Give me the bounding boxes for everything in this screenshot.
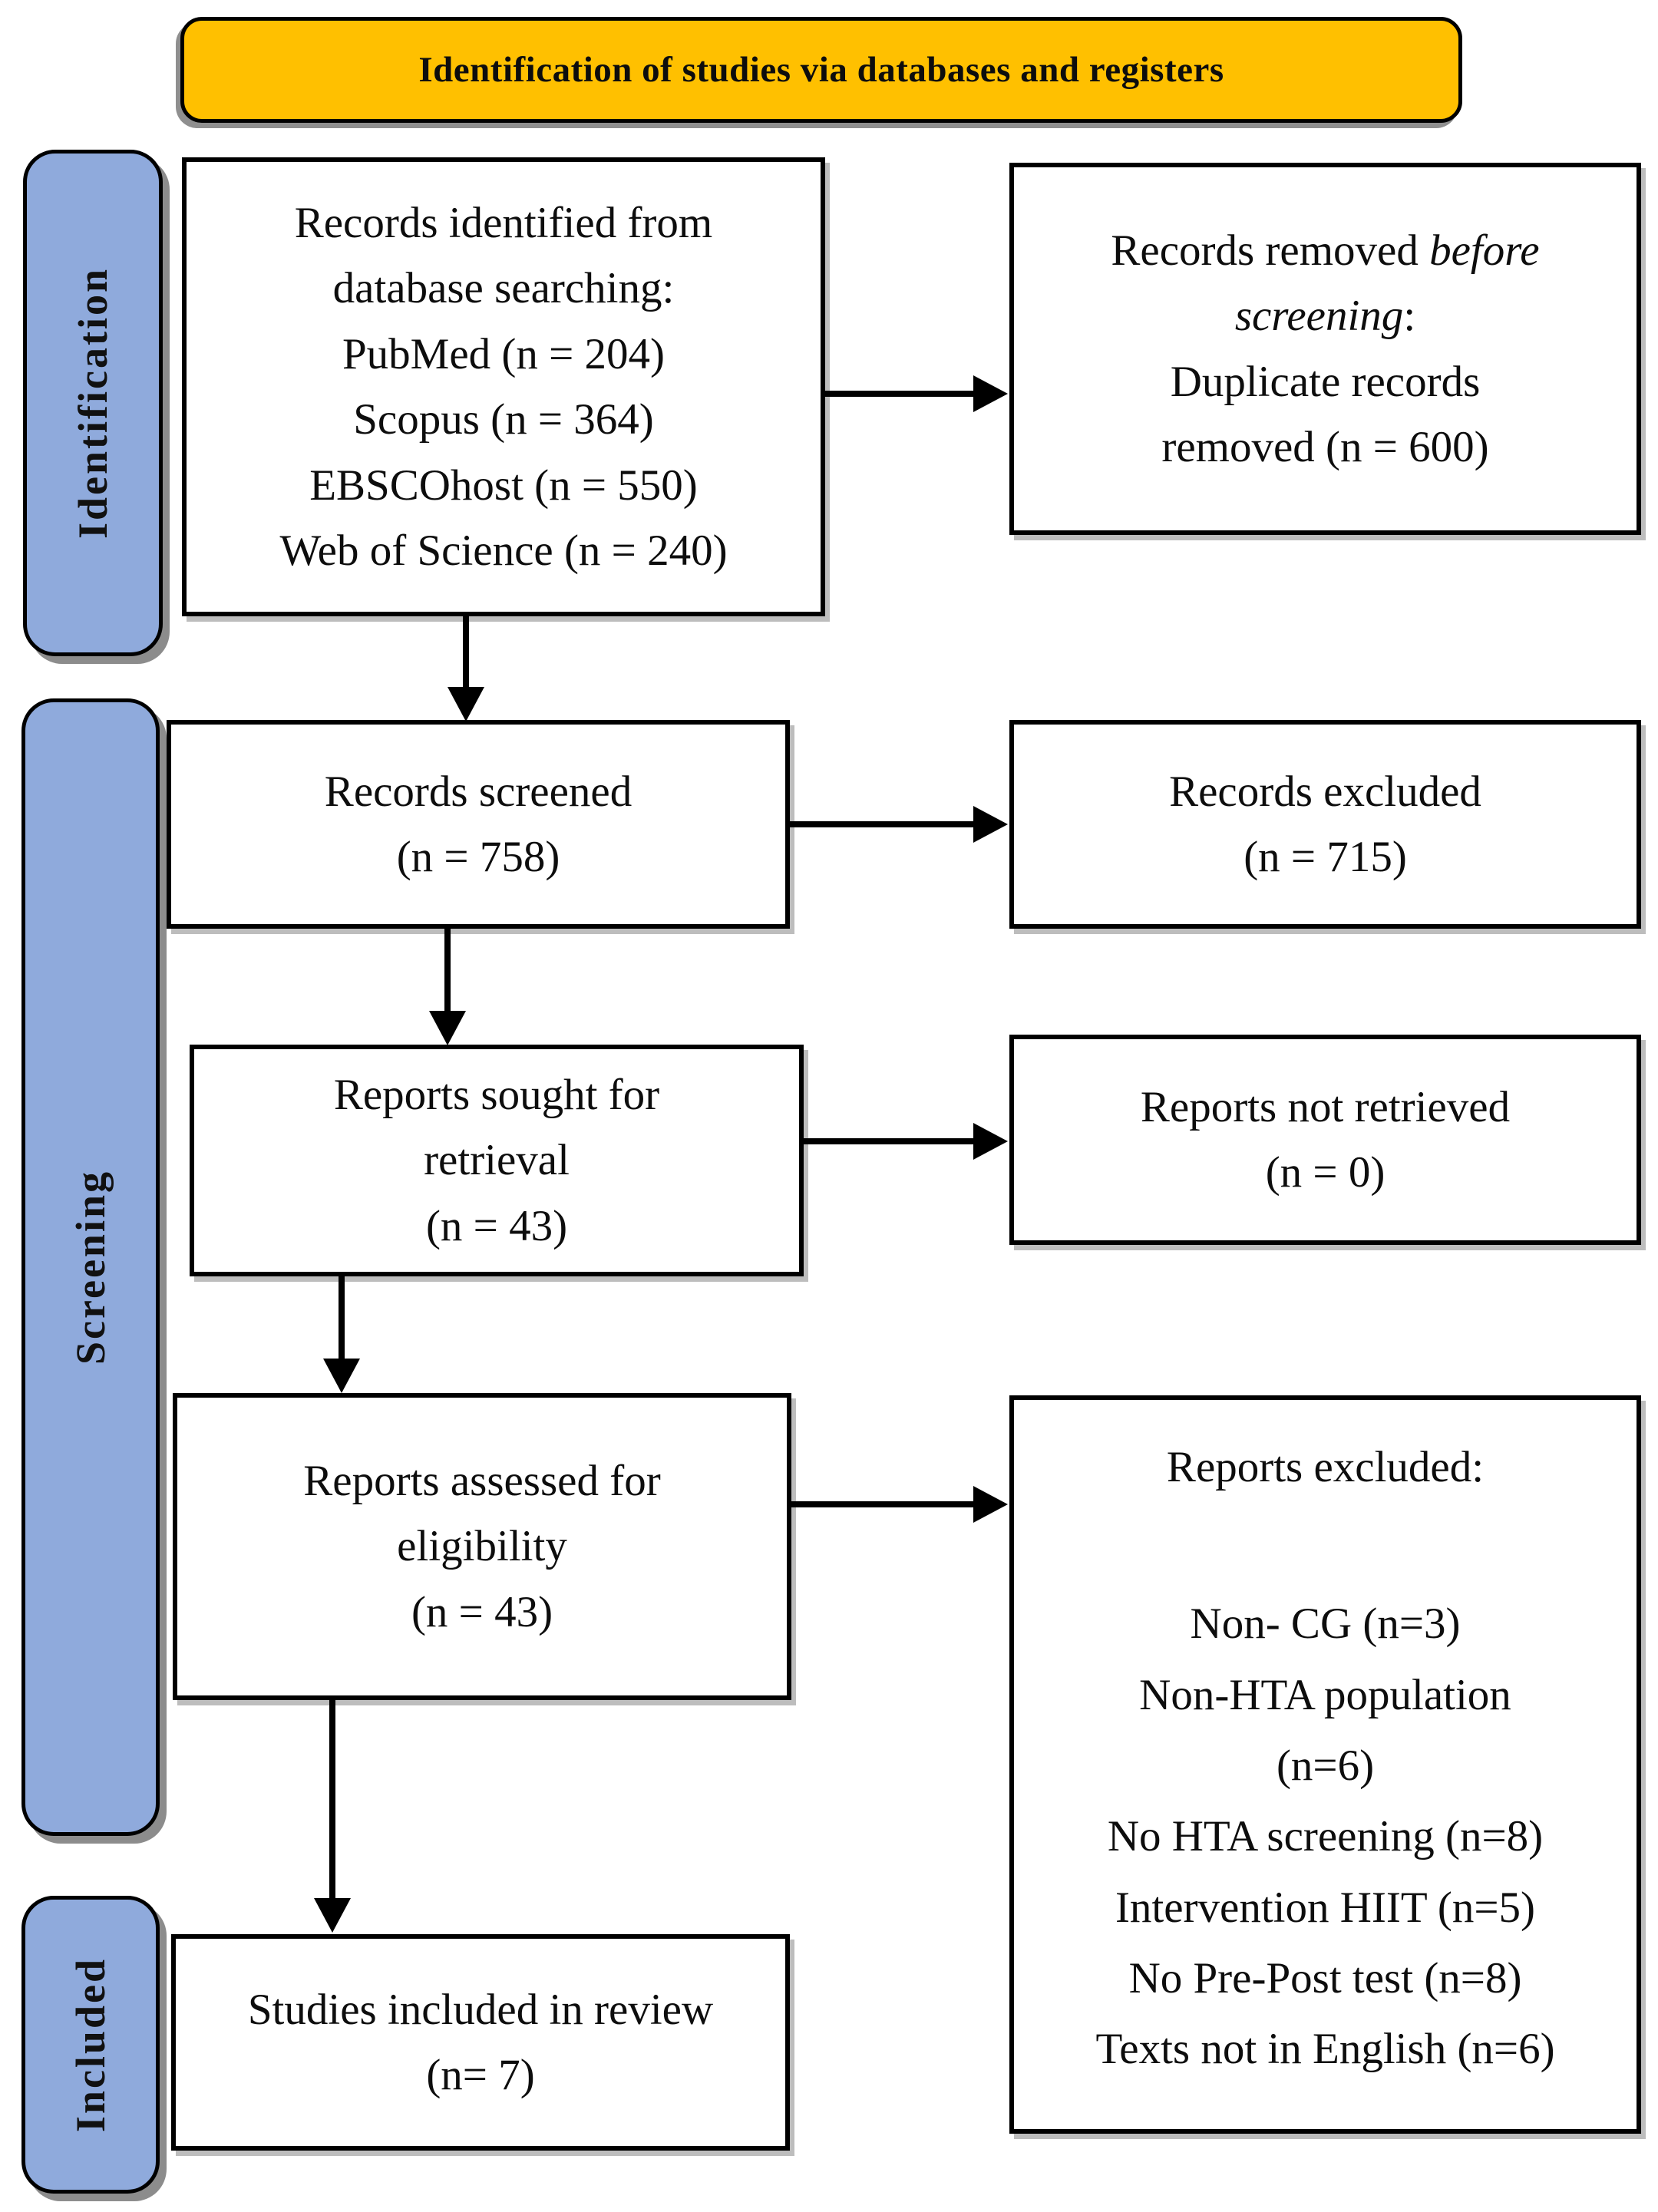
text-line: EBSCOhost (n = 550): [309, 461, 698, 510]
arrow-assessed-to-excluded-line: [789, 1501, 975, 1507]
text-segment-italic: screening: [1234, 292, 1404, 340]
records-removed-before-screening-box: Records removed before screening: Duplic…: [1009, 163, 1641, 535]
text-line: Records removed before: [1111, 218, 1539, 284]
arrow-identified-to-removed-line: [821, 391, 978, 397]
arrow-assessed-to-excluded-head: [973, 1486, 1008, 1523]
text-line: Records excluded: [1169, 767, 1481, 816]
reports-excluded-box: Reports excluded: Non- CG (n=3) Non-HTA …: [1009, 1395, 1641, 2134]
text-line: Duplicate records: [1170, 357, 1481, 406]
arrow-sought-to-assessed-line: [339, 1274, 345, 1362]
arrow-screened-to-excluded-head: [973, 806, 1008, 843]
text-line: (n = 0): [1265, 1148, 1386, 1197]
text-line: (n = 43): [425, 1201, 568, 1250]
text-line: Scopus (n = 364): [353, 395, 654, 444]
arrow-identified-to-screened-line: [463, 614, 469, 691]
records-screened-box: Records screened (n = 758): [167, 720, 790, 929]
arrow-assessed-to-included-head: [314, 1898, 351, 1933]
stage-included-label: Included: [68, 1956, 114, 2133]
text-line: No HTA screening (n=8): [1107, 1812, 1544, 1861]
stage-identification-label: Identification: [70, 266, 116, 539]
text-line: screening:: [1235, 283, 1415, 349]
text-segment: :: [1403, 292, 1416, 340]
text-line: PubMed (n = 204): [342, 329, 666, 378]
reports-sought-box: Reports sought for retrieval (n = 43): [190, 1045, 804, 1276]
text-line: Web of Science (n = 240): [279, 527, 728, 575]
arrow-sought-to-not-retrieved-line: [801, 1138, 975, 1144]
studies-included-box: Studies included in review (n= 7): [171, 1934, 790, 2151]
arrow-screened-to-sought-line: [444, 926, 451, 1015]
text-line: Records screened: [324, 767, 632, 816]
arrow-sought-to-assessed-head: [323, 1359, 360, 1393]
banner-title: Identification of studies via databases …: [418, 50, 1224, 90]
text-line: No Pre-Post test (n=8): [1128, 1953, 1522, 2002]
text-line: (n= 7): [426, 2051, 535, 2099]
text-line: removed (n = 600): [1161, 423, 1489, 471]
arrow-sought-to-not-retrieved-head: [973, 1123, 1008, 1160]
text-line: (n = 43): [411, 1587, 553, 1636]
reports-assessed-box: Reports assessed for eligibility (n = 43…: [173, 1393, 791, 1700]
text-line: Studies included in review: [247, 1985, 714, 2034]
arrow-assessed-to-included-line: [329, 1698, 335, 1902]
arrow-identified-to-screened-head: [448, 687, 484, 721]
stage-identification: Identification: [23, 150, 163, 656]
arrow-screened-to-sought-head: [429, 1011, 466, 1045]
stage-screening-label: Screening: [68, 1170, 114, 1365]
text-line: Reports sought for: [333, 1070, 660, 1119]
arrow-identified-to-removed-head: [973, 375, 1008, 412]
text-line: eligibility: [397, 1522, 567, 1571]
text-line: (n = 715): [1244, 833, 1407, 881]
text-line: Intervention HIIT (n=5): [1115, 1883, 1536, 1932]
records-excluded-box: Records excluded (n = 715): [1009, 720, 1641, 929]
text-line: Reports assessed for: [303, 1456, 661, 1505]
text-line: (n=6): [1276, 1741, 1375, 1790]
reports-not-retrieved-box: Reports not retrieved (n = 0): [1009, 1035, 1641, 1245]
text-segment: Records removed: [1111, 226, 1430, 275]
reports-excluded-heading: Reports excluded:: [1166, 1443, 1485, 1491]
arrow-screened-to-excluded-line: [788, 821, 975, 827]
banner-identification-via-databases: Identification of studies via databases …: [180, 17, 1462, 123]
text-line: database searching:: [332, 264, 675, 312]
text-line: Reports not retrieved: [1140, 1082, 1511, 1131]
text-line: retrieval: [424, 1136, 570, 1185]
text-line: (n = 758): [396, 833, 560, 881]
text-line: Non- CG (n=3): [1190, 1600, 1461, 1649]
stage-screening: Screening: [21, 698, 160, 1836]
records-identified-box: Records identified from database searchi…: [182, 157, 825, 616]
stage-included: Included: [21, 1896, 160, 2194]
text-line: Non-HTA population: [1139, 1670, 1511, 1719]
text-segment-italic: before: [1429, 226, 1540, 275]
text-line: Texts not in English (n=6): [1095, 2025, 1555, 2074]
text-line: Records identified from: [294, 198, 713, 247]
